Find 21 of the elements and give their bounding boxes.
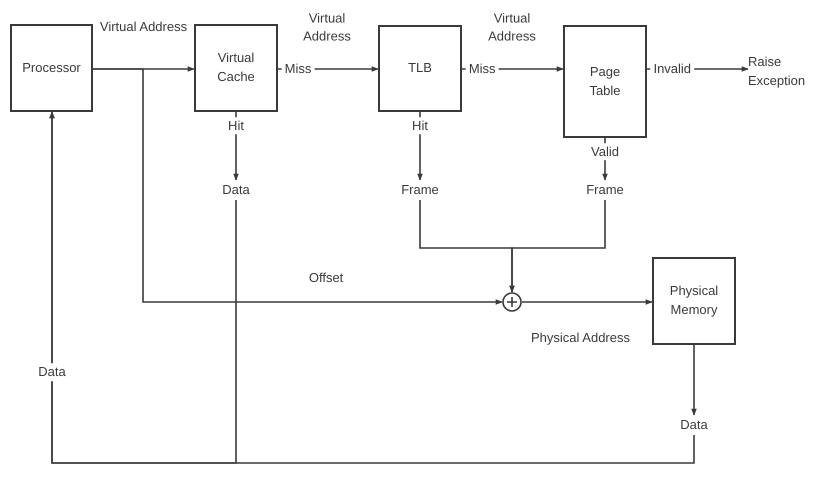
process-box: Physical Memory: [652, 257, 736, 345]
node-text: Frame: [395, 180, 445, 200]
node-text: Data: [211, 180, 261, 200]
arrow: [49, 111, 695, 464]
arrow: [691, 345, 697, 416]
adder-circle: [502, 292, 522, 312]
edge-label: Virtual Address: [98, 18, 188, 36]
edge-label: Offset: [308, 269, 344, 287]
process-box: Processor: [10, 24, 93, 112]
process-box: Page Table: [563, 25, 647, 138]
edge-label: Physical Address: [530, 329, 631, 347]
process-box: Virtual Cache: [194, 24, 278, 112]
node-text: Raise Exception: [748, 52, 817, 92]
node-text: Frame: [580, 180, 630, 200]
arrow: [93, 68, 503, 305]
node-text: Data: [669, 415, 719, 435]
arrow: [522, 299, 653, 305]
signal-label: Virtual Address: [302, 9, 352, 45]
signal-label: Virtual Address: [487, 9, 537, 45]
arrow: [509, 200, 606, 293]
process-box: TLB: [378, 25, 462, 112]
